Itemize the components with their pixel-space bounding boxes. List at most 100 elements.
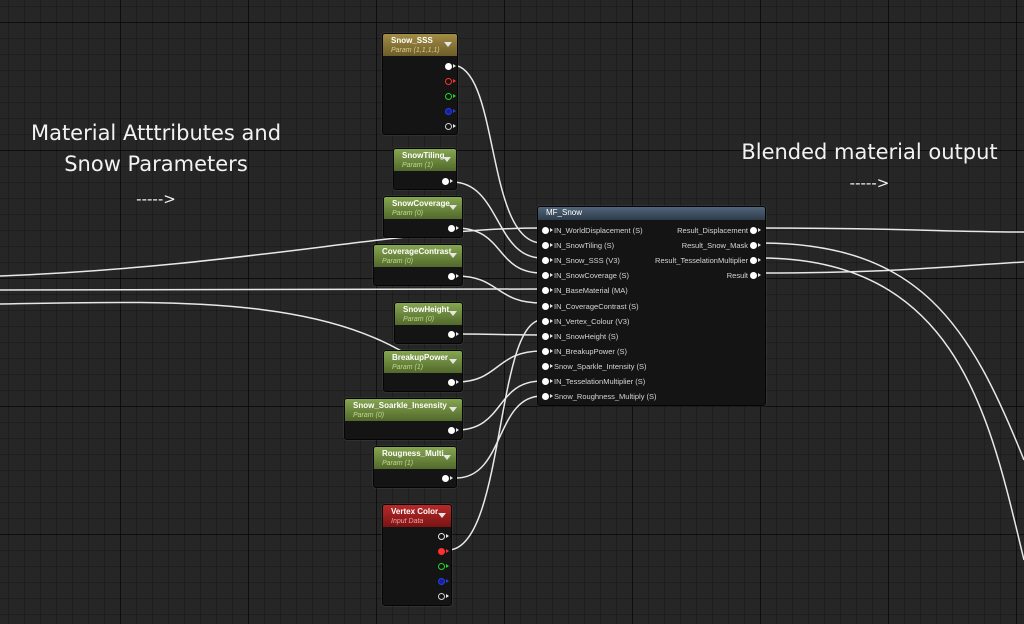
left-annotation-arrow: -----> <box>136 190 176 208</box>
input-label: IN_Vertex_Colour (V3) <box>554 316 630 326</box>
input-pin[interactable] <box>542 272 553 280</box>
input-pin[interactable] <box>542 347 553 355</box>
left-annotation-line1: Material Atttributes and <box>30 121 282 145</box>
output-pin[interactable] <box>448 427 459 434</box>
node-header[interactable]: MF_Snow <box>538 207 765 220</box>
output-pin-g[interactable] <box>445 93 456 100</box>
output-pin[interactable] <box>448 225 459 232</box>
node-header[interactable]: Vertex Color Input Data <box>383 505 451 527</box>
wire <box>455 395 543 479</box>
right-annotation-arrow: -----> <box>849 174 890 192</box>
vertex-color-node[interactable]: Vertex Color Input Data <box>382 504 452 606</box>
chevron-down-icon[interactable] <box>449 205 457 210</box>
node-header[interactable]: SnowHeight Param (0) <box>395 303 462 325</box>
output-pin-r[interactable] <box>445 78 456 85</box>
node-subtitle: Input Data <box>391 518 424 525</box>
node-title: SnowHeight <box>403 305 450 314</box>
output-pin[interactable] <box>448 331 459 338</box>
input-label: IN_Snow_SSS (V3) <box>554 256 620 266</box>
node-subtitle: Param (0) <box>382 258 414 265</box>
output-pin[interactable] <box>448 379 459 386</box>
chevron-down-icon[interactable] <box>443 455 451 460</box>
output-pin[interactable] <box>750 257 761 265</box>
snow-height-node[interactable]: SnowHeight Param (0) <box>394 302 463 344</box>
input-label: Snow_Sparkle_Intensity (S) <box>554 361 647 371</box>
node-header[interactable]: Snow_SSS Param (1,1,1,1) <box>383 34 457 56</box>
chevron-down-icon[interactable] <box>449 359 457 364</box>
output-label: Result_Snow_Mask <box>681 241 748 251</box>
output-pin[interactable] <box>750 242 761 250</box>
input-pin[interactable] <box>542 302 553 310</box>
output-pin-b[interactable] <box>438 578 449 585</box>
output-pin-rgb[interactable] <box>445 63 456 70</box>
input-label: IN_SnowHeight (S) <box>554 331 619 341</box>
output-pin-b[interactable] <box>445 108 456 115</box>
breakup-power-node[interactable]: BreakupPower Param (1) <box>383 350 463 392</box>
output-label: Result_TesselationMultiplier <box>655 256 748 266</box>
output-pin-a[interactable] <box>445 123 456 130</box>
output-pin-a[interactable] <box>438 593 449 600</box>
right-annotation: Blended material output -----> <box>732 137 1007 199</box>
chevron-down-icon[interactable] <box>449 253 457 258</box>
wire <box>455 227 543 274</box>
node-subtitle: Param (0) <box>392 210 424 217</box>
snow-tiling-node[interactable]: SnowTiling Param (1) <box>393 148 457 190</box>
node-header[interactable]: SnowCoverage Param (0) <box>384 197 462 219</box>
node-header[interactable]: SnowTiling Param (1) <box>394 149 456 171</box>
left-annotation-line2: Snow Parameters <box>64 152 248 176</box>
input-pin[interactable] <box>542 317 553 325</box>
output-pin[interactable] <box>442 475 453 482</box>
output-pin[interactable] <box>448 273 459 280</box>
wire <box>0 301 446 383</box>
output-pin-g[interactable] <box>438 563 449 570</box>
node-title: Vertex Color <box>391 507 439 516</box>
node-title: SnowTiling <box>402 151 445 160</box>
input-label: IN_SnowTiling (S) <box>554 241 615 251</box>
wire <box>455 333 543 336</box>
node-header[interactable]: Rougness_Multi Param (1) <box>374 447 456 469</box>
input-label: IN_WorldDisplacement (S) <box>554 226 643 235</box>
input-pin[interactable] <box>542 257 553 265</box>
snow-coverage-node[interactable]: SnowCoverage Param (0) <box>383 196 463 238</box>
wire <box>759 257 1024 561</box>
node-header[interactable]: CoverageContrast Param (0) <box>374 245 462 267</box>
chevron-down-icon[interactable] <box>444 42 452 47</box>
node-header[interactable]: BreakupPower Param (1) <box>384 351 462 373</box>
chevron-down-icon[interactable] <box>443 157 451 162</box>
input-pin[interactable] <box>542 332 553 340</box>
output-pin-rgb[interactable] <box>438 533 449 540</box>
coverage-contrast-node[interactable]: CoverageContrast Param (0) <box>373 244 463 286</box>
input-pin[interactable] <box>542 242 553 250</box>
input-pin[interactable] <box>542 393 553 401</box>
input-pin[interactable] <box>542 287 553 295</box>
chevron-down-icon[interactable] <box>438 513 446 518</box>
input-label: Snow_Roughness_Multiply (S) <box>554 392 657 402</box>
mf-snow-node[interactable]: MF_Snow IN_WorldDisplacement (S) IN_SnowT… <box>537 206 766 406</box>
input-label: IN_CoverageContrast (S) <box>554 301 639 311</box>
node-title: Snow_SSS <box>391 36 433 45</box>
wire <box>759 242 1024 461</box>
input-pin[interactable] <box>542 378 553 385</box>
snow-sss-node[interactable]: Snow_SSS Param (1,1,1,1) <box>382 33 458 135</box>
input-pin[interactable] <box>542 227 553 234</box>
node-title: SnowCoverage <box>392 199 450 208</box>
chevron-down-icon[interactable] <box>449 311 457 316</box>
chevron-down-icon[interactable] <box>449 407 457 412</box>
output-pin[interactable] <box>750 227 761 234</box>
snow-sparkle-intensity-node[interactable]: Snow_Soarkle_Insensity Param (0) <box>344 398 463 440</box>
input-pin[interactable] <box>542 362 553 370</box>
wire <box>455 380 543 431</box>
wire <box>759 227 1024 233</box>
output-label: Result <box>726 271 748 281</box>
output-pin-r[interactable] <box>438 548 449 555</box>
node-title: Snow_Soarkle_Insensity <box>353 401 447 410</box>
wire <box>451 64 543 244</box>
node-title: CoverageContrast <box>382 247 452 256</box>
roughness-multi-node[interactable]: Rougness_Multi Param (1) <box>373 446 457 488</box>
output-pin[interactable] <box>442 178 453 185</box>
left-annotation: Material Atttributes and Snow Parameters… <box>22 118 290 215</box>
node-title: Rougness_Multi <box>382 449 444 458</box>
node-title: BreakupPower <box>392 353 449 362</box>
node-header[interactable]: Snow_Soarkle_Insensity Param (0) <box>345 399 462 421</box>
output-pin[interactable] <box>750 272 761 280</box>
